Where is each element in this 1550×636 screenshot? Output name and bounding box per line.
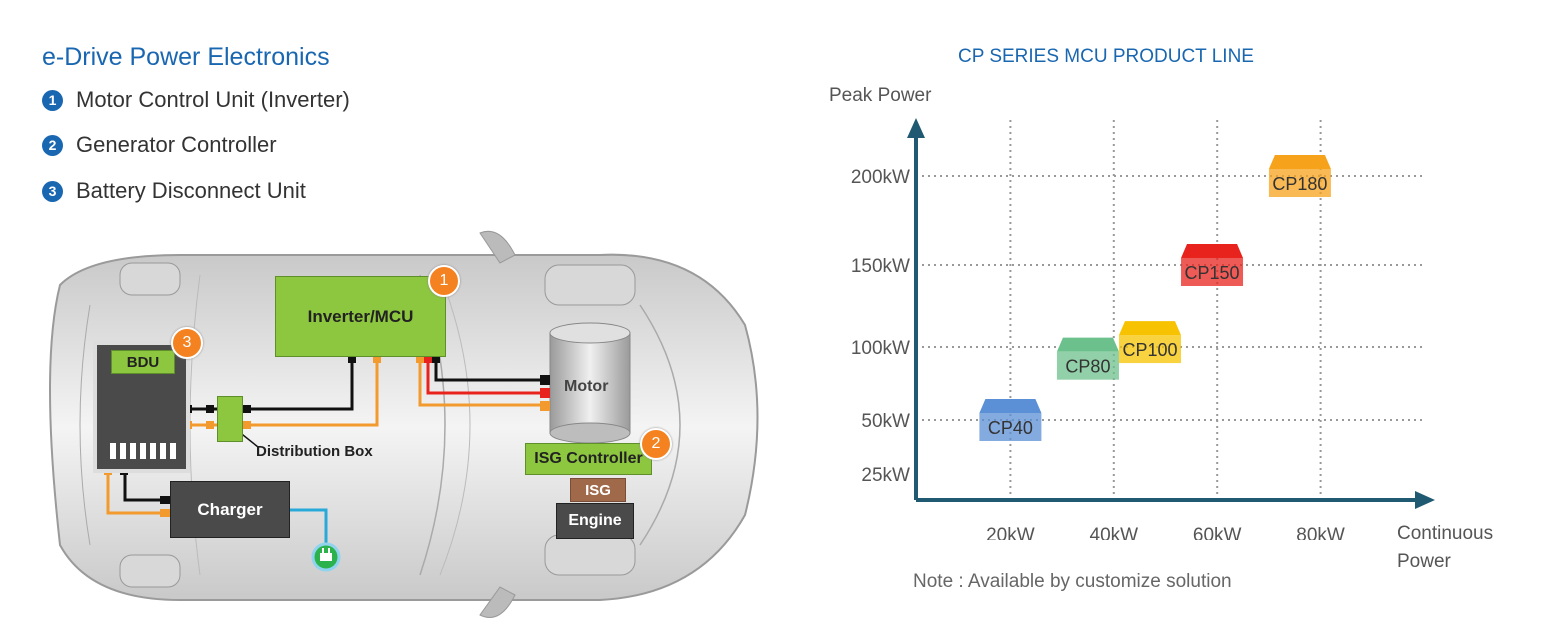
y-tick-label: 25kW bbox=[861, 465, 910, 486]
inverter-mcu-box: Inverter/MCU bbox=[275, 276, 446, 357]
product-marker-top bbox=[1181, 244, 1244, 258]
product-label: CP40 bbox=[988, 418, 1033, 438]
x-tick-label: 20kW bbox=[986, 525, 1035, 540]
x-axis-label-line2: Power bbox=[1397, 551, 1451, 572]
product-marker-cp100: CP100 bbox=[1118, 321, 1181, 364]
badge-2: 2 bbox=[640, 428, 672, 460]
chart-title: CP SERIES MCU PRODUCT LINE bbox=[958, 46, 1254, 67]
bdu-label-box: BDU bbox=[111, 350, 175, 374]
engine-box: Engine bbox=[556, 503, 634, 539]
distribution-box-label: Distribution Box bbox=[256, 443, 373, 460]
legend-item-generator: 2 Generator Controller bbox=[42, 132, 277, 158]
y-tick-label: 100kW bbox=[851, 338, 910, 359]
x-axis-arrow-icon bbox=[1415, 491, 1435, 509]
product-marker-body bbox=[1118, 335, 1181, 364]
isg-controller-box: ISG Controller bbox=[525, 443, 652, 475]
page-title: e-Drive Power Electronics bbox=[42, 43, 330, 71]
y-tick-label: 150kW bbox=[851, 256, 910, 277]
y-tick-label: 200kW bbox=[851, 167, 910, 188]
badge-3: 3 bbox=[171, 327, 203, 359]
product-label: CP100 bbox=[1122, 340, 1177, 360]
product-marker-top bbox=[1118, 321, 1181, 336]
product-marker-cp40: CP40 bbox=[979, 399, 1042, 441]
badge-1: 1 bbox=[428, 265, 460, 297]
product-marker-body bbox=[1056, 351, 1119, 380]
product-marker-body bbox=[979, 413, 1042, 441]
product-label: CP150 bbox=[1185, 263, 1240, 283]
product-marker-body bbox=[1268, 169, 1331, 197]
charging-plug-icon bbox=[311, 542, 341, 572]
y-axis-arrow-icon bbox=[907, 118, 925, 138]
product-marker-cp150: CP150 bbox=[1181, 244, 1244, 286]
product-label: CP80 bbox=[1065, 357, 1110, 377]
product-marker-top bbox=[1056, 337, 1119, 352]
y-axis-label: Peak Power bbox=[829, 85, 932, 106]
product-line-chart: 20kW 40kW 60kW 80kW 25kW 50kW 100kW 150kW 200kW C… bbox=[851, 118, 1435, 540]
legend-label: Battery Disconnect Unit bbox=[76, 178, 306, 203]
note-text: Note : Available by customize solution bbox=[913, 571, 1232, 592]
legend-item-mcu: 1 Motor Control Unit (Inverter) bbox=[42, 87, 350, 113]
number-2-icon: 2 bbox=[42, 134, 63, 156]
x-tick-label: 40kW bbox=[1090, 525, 1139, 540]
product-marker-cp180: CP180 bbox=[1268, 155, 1331, 197]
product-marker-body bbox=[1181, 258, 1244, 286]
x-axis-label-line1: Continuous bbox=[1397, 523, 1494, 544]
legend-label: Generator Controller bbox=[76, 132, 277, 157]
charger-box: Charger bbox=[170, 481, 290, 538]
product-marker-cp80: CP80 bbox=[1056, 337, 1119, 380]
legend-label: Motor Control Unit (Inverter) bbox=[76, 87, 350, 112]
motor-label: Motor bbox=[564, 378, 609, 395]
legend-item-bdu: 3 Battery Disconnect Unit bbox=[42, 178, 306, 204]
number-1-icon: 1 bbox=[42, 89, 63, 111]
distribution-box bbox=[217, 396, 243, 442]
y-tick-label: 50kW bbox=[861, 411, 910, 432]
product-label: CP180 bbox=[1272, 174, 1327, 194]
number-3-icon: 3 bbox=[42, 180, 63, 202]
product-marker-top bbox=[979, 399, 1042, 413]
product-marker-top bbox=[1268, 155, 1331, 169]
x-tick-label: 60kW bbox=[1193, 525, 1242, 540]
x-tick-label: 80kW bbox=[1296, 525, 1345, 540]
isg-box: ISG bbox=[570, 478, 626, 502]
